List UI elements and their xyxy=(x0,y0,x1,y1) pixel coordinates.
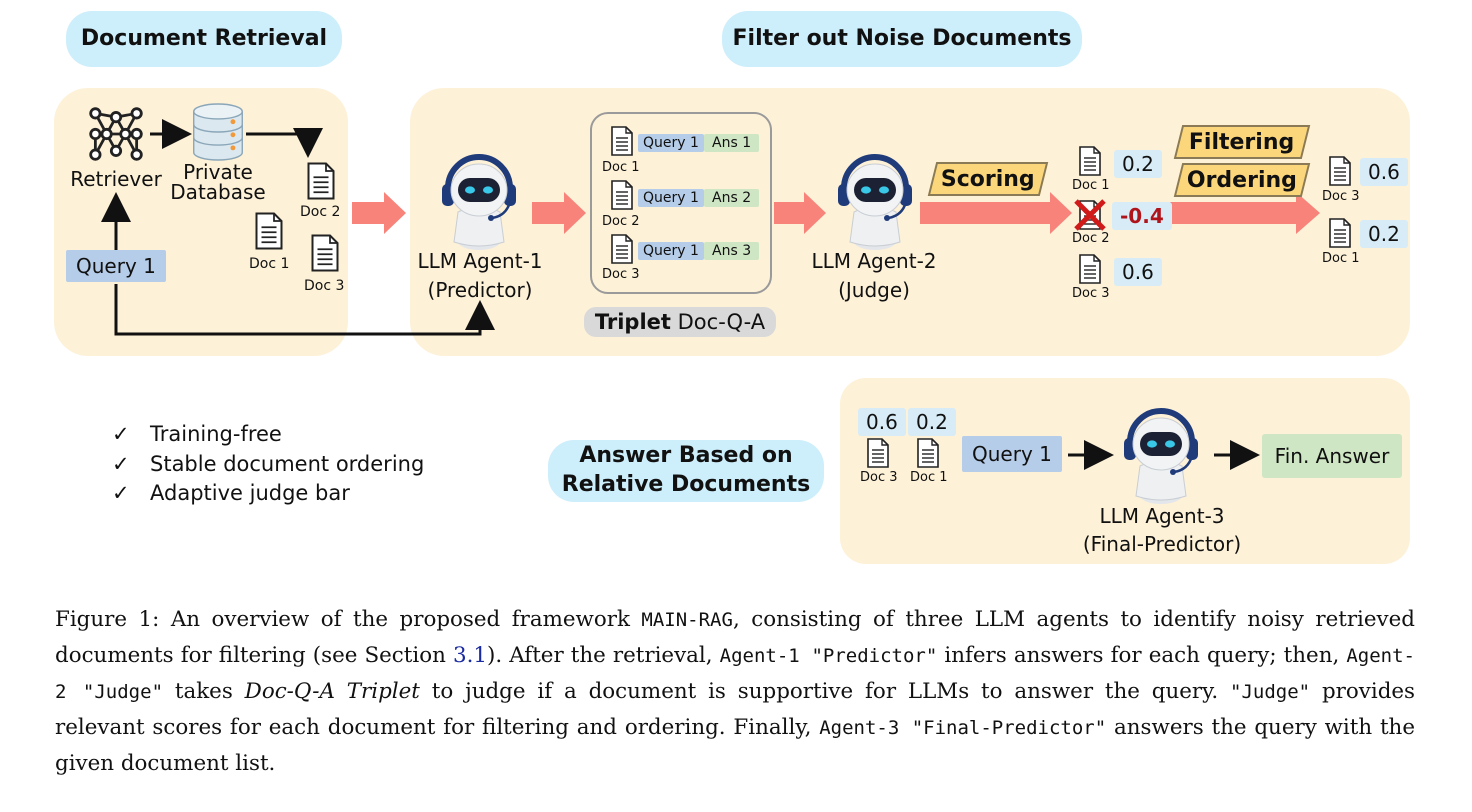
score-chip: 0.2 xyxy=(1114,150,1162,178)
score-chip-negative: -0.4 xyxy=(1112,202,1172,230)
triplet-box xyxy=(590,112,772,294)
doc-label: Doc 3 xyxy=(1322,189,1360,204)
doc-icon xyxy=(610,234,634,264)
salmon-arrow-scoring xyxy=(920,192,1072,234)
filtering-tag: Filtering xyxy=(1173,125,1311,159)
check-item: ✓Adaptive judge bar xyxy=(112,479,424,509)
doc-icon xyxy=(310,234,340,272)
header-document-retrieval: Document Retrieval xyxy=(66,11,342,67)
doc-label: Doc 3 xyxy=(860,470,898,485)
doc-icon xyxy=(610,180,634,210)
salmon-arrow-2 xyxy=(532,192,586,234)
salmon-arrow-3 xyxy=(774,192,826,234)
doc-icon xyxy=(866,438,890,468)
reject-x-icon xyxy=(1074,199,1106,231)
score-chip: 0.6 xyxy=(1114,258,1162,286)
doc-label: Doc 2 xyxy=(1072,231,1110,246)
doc-icon xyxy=(1078,254,1102,284)
doc-label: Doc 3 xyxy=(1072,286,1110,301)
final-answer-chip: Fin. Answer xyxy=(1262,434,1402,478)
triplet-caption: Triplet Doc-Q-A xyxy=(584,307,776,337)
robot-agent3-icon xyxy=(1116,404,1206,504)
doc-icon xyxy=(1328,218,1352,248)
check-icon: ✓ xyxy=(112,451,130,476)
doc-icon xyxy=(1078,146,1102,176)
triplet-query: Query 1 xyxy=(638,242,704,260)
figure-caption: Figure 1: An overview of the proposed fr… xyxy=(55,607,1416,776)
triplet-answer: Ans 3 xyxy=(704,242,760,260)
final-query-chip: Query 1 xyxy=(962,436,1062,472)
doc-label: Doc 1 xyxy=(1072,178,1110,193)
agent1-label: LLM Agent-1 xyxy=(417,249,543,273)
robot-agent2-icon xyxy=(830,150,920,250)
doc-label: Doc 1 xyxy=(1322,251,1360,266)
doc-label: Doc 3 xyxy=(304,278,345,294)
triplet-caption-bold: Triplet xyxy=(594,310,671,334)
check-icon: ✓ xyxy=(112,481,130,505)
doc-label: Doc 1 xyxy=(910,470,948,485)
triplet-caption-rest: Doc-Q-A xyxy=(677,310,766,334)
check-icon: ✓ xyxy=(112,422,130,446)
triplet-query: Query 1 xyxy=(638,189,704,207)
doc-icon xyxy=(254,212,284,250)
doc-label: Doc 1 xyxy=(249,256,290,272)
triplet-answer: Ans 1 xyxy=(704,134,760,152)
network-icon xyxy=(86,104,146,164)
doc-label: Doc 2 xyxy=(602,214,640,229)
doc-icon xyxy=(610,126,634,156)
database-icon xyxy=(190,102,246,162)
arrow-db-doc xyxy=(246,128,323,158)
salmon-arrow-1 xyxy=(352,192,406,234)
score-chip: 0.2 xyxy=(908,408,956,436)
connector-layer xyxy=(101,119,1320,470)
score-chip: 0.6 xyxy=(858,408,906,436)
agent3-role: (Final-Predictor) xyxy=(1082,532,1242,556)
doc-label: Doc 2 xyxy=(300,204,341,220)
check-item: ✓Stable document ordering xyxy=(112,450,424,480)
agent2-role: (Judge) xyxy=(838,278,910,302)
salmon-arrow-filtering xyxy=(1170,192,1320,234)
score-chip: 0.6 xyxy=(1360,158,1408,186)
agent3-label: LLM Agent-3 xyxy=(1099,504,1225,528)
agent1-role: (Predictor) xyxy=(427,278,533,302)
doc-icon xyxy=(1328,156,1352,186)
doc-label: Doc 3 xyxy=(602,267,640,282)
feature-checklist: ✓Training-free ✓Stable document ordering… xyxy=(112,420,424,509)
agent2-label: LLM Agent-2 xyxy=(811,249,937,273)
retriever-label: Retriever xyxy=(70,167,162,191)
header-answer-relative: Answer Based on Relative Documents xyxy=(548,440,824,502)
database-label: Private Database xyxy=(170,160,266,204)
robot-agent1-icon xyxy=(434,150,524,250)
doc-icon xyxy=(916,438,940,468)
query-chip: Query 1 xyxy=(66,250,166,282)
doc-icon xyxy=(306,162,336,200)
check-item: ✓Training-free xyxy=(112,420,424,450)
triplet-query: Query 1 xyxy=(638,134,704,152)
triplet-answer: Ans 2 xyxy=(704,189,760,207)
doc-label: Doc 1 xyxy=(602,160,640,175)
scoring-tag: Scoring xyxy=(927,162,1049,196)
header-filter-noise: Filter out Noise Documents xyxy=(722,11,1082,67)
arrow-query-agent1 xyxy=(114,284,495,336)
ordering-tag: Ordering xyxy=(1173,163,1311,197)
score-chip: 0.2 xyxy=(1360,220,1408,248)
